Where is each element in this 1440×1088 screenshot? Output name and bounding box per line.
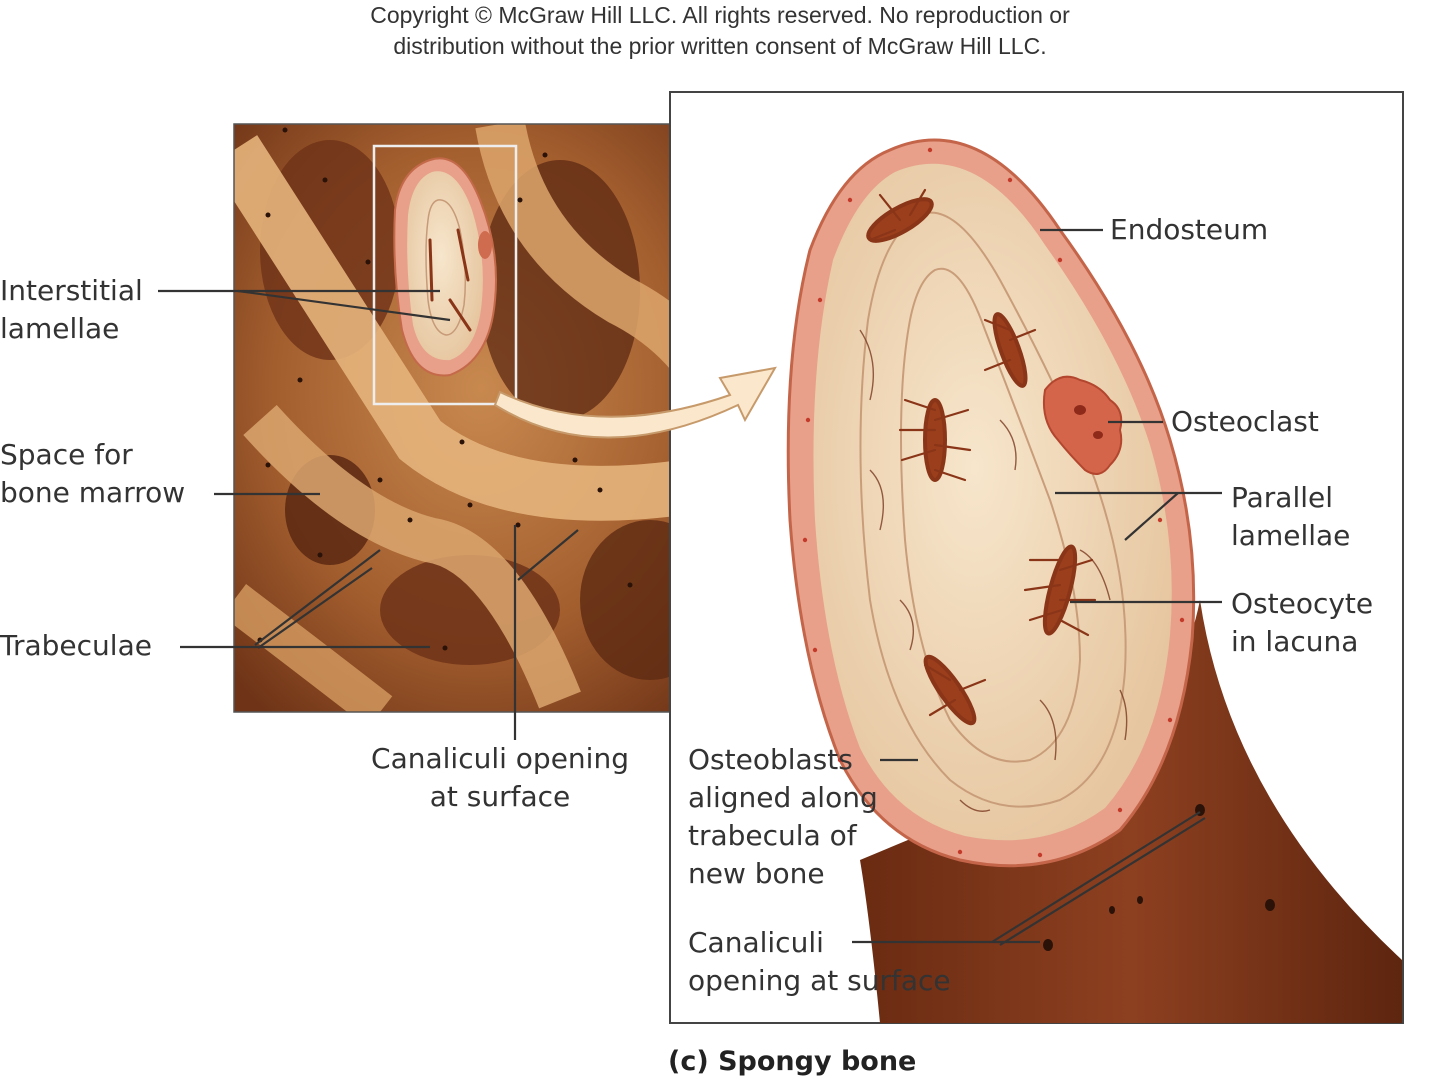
label-interstitial-line1: Interstitial bbox=[0, 274, 143, 307]
label-interstitial-lamellae: Interstitial lamellae bbox=[0, 272, 143, 348]
figure-caption: (c) Spongy bone bbox=[668, 1046, 917, 1077]
label-canaliculi-left-line2: at surface bbox=[429, 780, 571, 813]
label-space-line1: Space for bbox=[0, 438, 133, 471]
copyright-line-1: Copyright © McGraw Hill LLC. All rights … bbox=[370, 2, 1070, 28]
label-parallel-line2: lamellae bbox=[1231, 519, 1351, 552]
osteoclast-cell bbox=[1042, 375, 1123, 475]
label-osteocyte-line2: in lacuna bbox=[1231, 625, 1359, 658]
label-canaliculi-right-line1: Canaliculi bbox=[688, 926, 824, 959]
label-trabeculae: Trabeculae bbox=[0, 629, 152, 662]
leader-lines bbox=[158, 228, 1222, 946]
label-osteoblasts-line4: new bone bbox=[688, 857, 825, 890]
label-osteoblasts: Osteoblasts aligned along trabecula of n… bbox=[688, 741, 878, 893]
label-parallel-lamellae: Parallel lamellae bbox=[1231, 479, 1350, 555]
label-space-line2: bone marrow bbox=[0, 476, 186, 509]
copyright-notice: Copyright © McGraw Hill LLC. All rights … bbox=[0, 0, 1440, 62]
enlarged-trabecula bbox=[786, 138, 1196, 868]
label-canaliculi-left-line1: Canaliculi opening bbox=[371, 742, 629, 775]
label-canaliculi-opening-left: Canaliculi opening at surface bbox=[356, 740, 644, 816]
label-canaliculi-opening-right: Canaliculi opening at surface bbox=[688, 924, 951, 1000]
label-osteoblasts-line1: Osteoblasts bbox=[688, 743, 853, 776]
label-parallel-line1: Parallel bbox=[1231, 481, 1334, 514]
label-endosteum: Endosteum bbox=[1110, 213, 1269, 246]
label-interstitial-line2: lamellae bbox=[0, 312, 120, 345]
copyright-line-2: distribution without the prior written c… bbox=[393, 33, 1047, 59]
zoom-arrow bbox=[493, 366, 777, 439]
label-osteoblasts-line3: trabecula of bbox=[688, 819, 857, 852]
label-canaliculi-right-line2: opening at surface bbox=[688, 964, 951, 997]
label-space-for-bone-marrow: Space for bone marrow bbox=[0, 436, 185, 512]
label-osteoblasts-line2: aligned along bbox=[688, 781, 878, 814]
label-osteoclast: Osteoclast bbox=[1171, 405, 1319, 438]
label-osteocyte-line1: Osteocyte bbox=[1231, 587, 1374, 620]
label-osteocyte-in-lacuna: Osteocyte in lacuna bbox=[1231, 585, 1373, 661]
